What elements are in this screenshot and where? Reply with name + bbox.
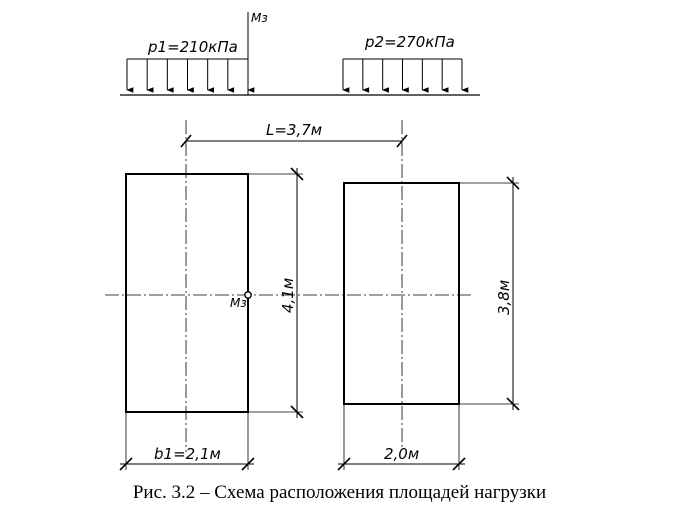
moment-label-center: Mз: [230, 296, 247, 310]
span-dimension: [180, 134, 408, 148]
right-width-dimension: [337, 404, 466, 471]
span-label: L=3,7м: [266, 121, 322, 139]
left-load-area: [125, 173, 249, 413]
right-distributed-load: [342, 58, 469, 93]
right-load-label: p2=270кПа: [364, 33, 455, 51]
left-height-label: 4,1м: [279, 278, 297, 313]
right-height-label: 3,8м: [495, 280, 513, 315]
right-width-label: 2,0м: [384, 445, 419, 463]
left-height-dimension: [248, 167, 304, 419]
moment-point: [244, 291, 252, 299]
moment-label-top: Mз: [251, 11, 268, 25]
left-width-label: b1=2,1м: [154, 445, 221, 463]
left-load-label: p1=210кПа: [147, 38, 238, 56]
figure-caption: Рис. 3.2 – Схема расположения площадей н…: [132, 482, 547, 503]
left-distributed-load: [126, 58, 255, 93]
right-load-area: [343, 182, 460, 405]
left-width-dimension: [119, 412, 255, 471]
right-height-dimension: [459, 176, 520, 411]
